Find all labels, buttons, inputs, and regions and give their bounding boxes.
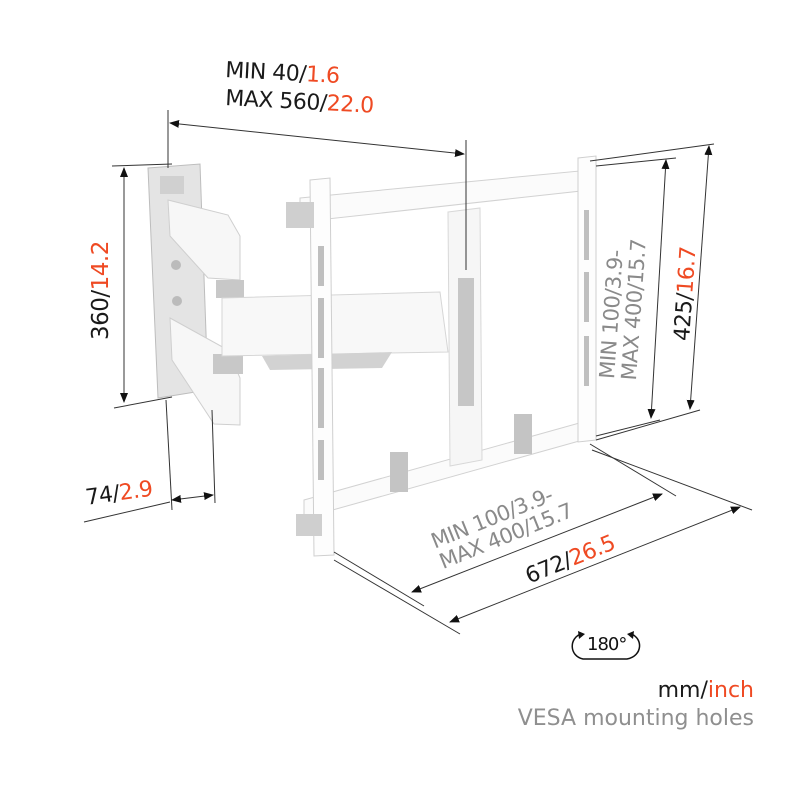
rotation-label: 180° [587, 634, 627, 655]
plate-depth-inch: 2.9 [117, 476, 155, 507]
dim-plate-depth [83, 399, 216, 523]
plate-height-mm: 360/ [88, 290, 114, 340]
dim-frame-width [333, 443, 753, 635]
units-metric: mm/ [657, 678, 708, 703]
units-legend: mm/inch [658, 678, 754, 703]
vesa-note: VESA mounting holes [517, 706, 754, 731]
frame-height-inch: 16.7 [673, 245, 702, 295]
units-imperial: inch [707, 678, 754, 703]
upper-arm [167, 199, 244, 298]
plate-height-label: 360/14.2 [88, 241, 114, 340]
dim-plate-height [111, 163, 173, 409]
plate-depth-mm: 74/ [84, 481, 122, 511]
rotation-badge: 180° [567, 628, 645, 664]
extension-max-inch: 22.0 [326, 91, 375, 119]
tv-frame [286, 155, 597, 557]
frame-height-mm: 425/ [670, 292, 699, 342]
vesa-vertical-label: MIN 100/3.9- MAX 400/15.7 [595, 237, 651, 381]
extension-min-mm: MIN 40/ [224, 58, 307, 88]
center-arm [221, 291, 449, 370]
plate-height-inch: 14.2 [88, 241, 114, 291]
dim-frame-height [589, 143, 715, 441]
extension-min-inch: 1.6 [305, 62, 341, 89]
dim-extension [167, 110, 467, 270]
extension-max-mm: MAX 560/ [224, 86, 328, 117]
rotate-arrows-icon [571, 631, 641, 660]
